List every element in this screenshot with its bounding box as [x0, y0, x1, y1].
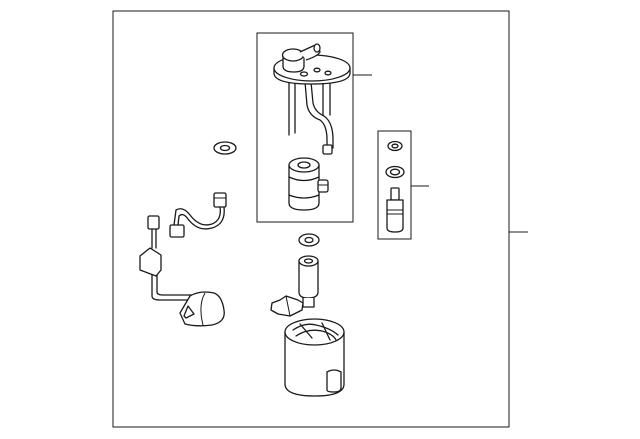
assembly-frame — [112, 10, 510, 428]
fuel-sender-flange — [273, 43, 351, 155]
wiring-harness — [139, 192, 227, 301]
sender-subassembly-frame — [256, 32, 354, 223]
o-ring-seal-left — [213, 141, 237, 155]
o-ring-seal-center — [298, 233, 320, 247]
reservoir-canister — [284, 318, 345, 397]
fuel-pump — [288, 157, 329, 211]
filter-kit-parts — [385, 140, 405, 233]
float-arm — [179, 291, 225, 327]
filter-kit-frame — [377, 130, 412, 240]
fuel-pump-main — [298, 255, 319, 308]
pump-bracket — [270, 295, 304, 317]
